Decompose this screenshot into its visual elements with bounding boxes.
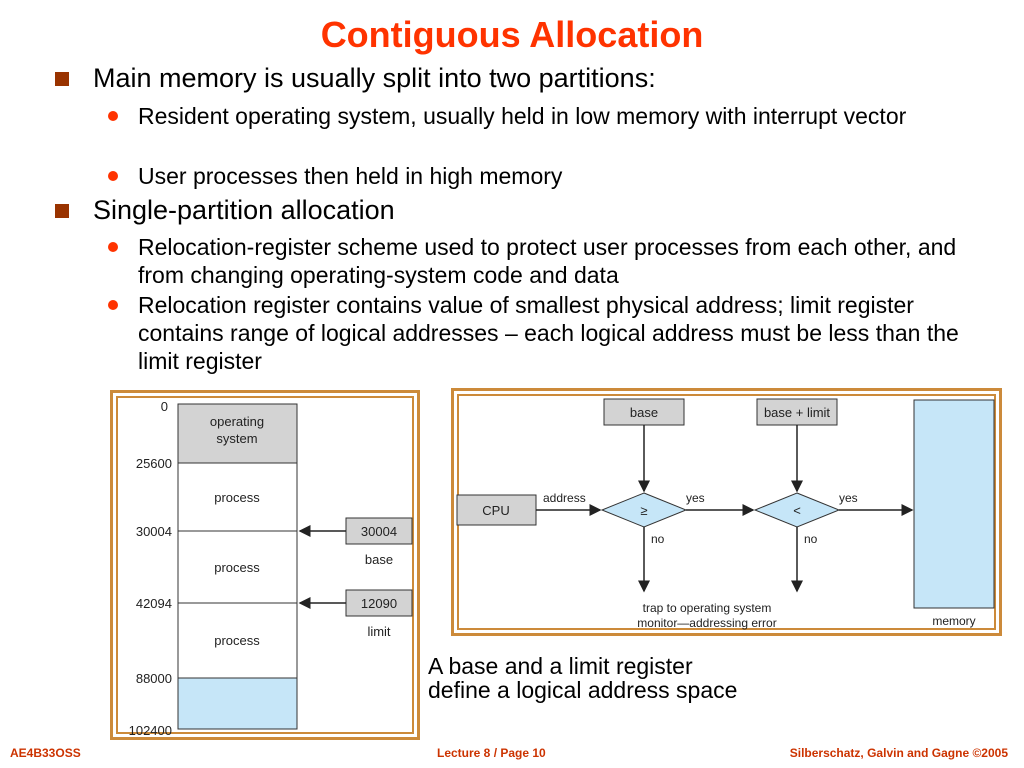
process-segment-3 [177,602,298,679]
address-label-42094: 42094 [136,596,172,611]
base-box [603,398,685,426]
trap-label-line-2: monitor—addressing error [637,616,776,630]
footer-course-code: AE4B33OSS [10,746,81,760]
footer-page-number: Lecture 8 / Page 10 [437,746,546,760]
memory-label: memory [932,614,975,628]
hardware-protection-svg: base base + limit CPU memory ≥ < address… [456,398,995,630]
memory-layout-svg: operating system process process process… [129,399,413,737]
limit-register-label: limit [367,624,390,639]
process-segment-2 [177,530,298,604]
dot-bullet-icon [108,300,118,310]
bullet-1-sub-2-text: User processes then held in high memory [138,163,563,189]
memory-box [913,399,995,609]
yes-label-2: yes [839,491,858,505]
compare-lt-symbol: < [793,503,801,518]
trap-label-line-1: trap to operating system [643,601,772,615]
dot-bullet-icon [108,111,118,121]
yes-label-1: yes [686,491,705,505]
limit-register-value: 12090 [361,596,397,611]
os-label-line-1: operating [210,414,264,429]
bullet-2-sub-2-text: Relocation register contains value of sm… [138,292,959,374]
square-bullet-icon [55,72,69,86]
cpu-box [456,494,537,526]
bullet-1-text: Main memory is usually split into two pa… [93,63,656,93]
square-bullet-icon [55,204,69,218]
memory-layout-figure: operating system process process process… [110,390,420,740]
figure-caption: A base and a limit register define a log… [428,653,738,703]
no-label-1: no [651,532,665,546]
os-segment [177,403,298,464]
process-label-2: process [214,560,260,575]
address-label: address [543,491,586,505]
address-label-30004: 30004 [136,524,172,539]
address-label-25600: 25600 [136,456,172,471]
slide-title: Contiguous Allocation [320,14,704,55]
bullet-2-text: Single-partition allocation [93,195,395,225]
address-label-88000: 88000 [136,671,172,686]
base-register-value: 30004 [361,524,397,539]
cpu-label: CPU [482,503,509,518]
dot-bullet-icon [108,171,118,181]
os-label-line-2: system [216,431,257,446]
address-label-0: 0 [161,399,168,414]
compare-ge-symbol: ≥ [640,503,647,518]
hardware-protection-figure: base base + limit CPU memory ≥ < address… [451,388,1002,636]
dot-bullet-icon [108,242,118,252]
process-label-1: process [214,490,260,505]
base-plus-limit-label: base + limit [764,405,830,420]
footer-copyright: Silberschatz, Galvin and Gagne ©2005 [789,746,1008,760]
base-box-label: base [630,405,658,420]
base-register-label: base [365,552,393,567]
no-label-2: no [804,532,818,546]
bullet-2-sub-1-text: Relocation-register scheme used to prote… [138,234,957,288]
process-label-3: process [214,633,260,648]
address-label-102400: 102400 [129,723,172,737]
process-segment-1 [177,462,298,532]
bullet-1-sub-1-text: Resident operating system, usually held … [138,103,907,129]
free-segment [177,677,298,730]
